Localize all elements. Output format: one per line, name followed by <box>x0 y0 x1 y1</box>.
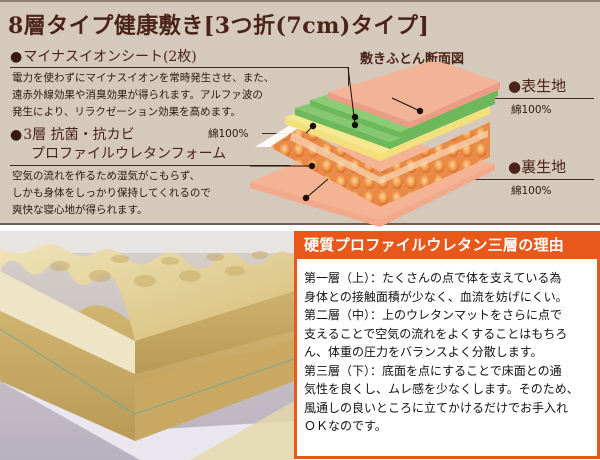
urethane-heading-line1: 3層 抗菌・抗カビ <box>23 127 135 143</box>
page-title: 8層タイプ健康敷き[3つ折(7cm)タイプ] <box>8 13 430 39</box>
reason-box-title: 硬質プロファイルウレタン三層の理由 <box>294 231 600 259</box>
futon-cross-section-diagram <box>250 62 500 227</box>
bullet-icon: ● <box>10 49 23 65</box>
top-fabric-material: 綿100% <box>511 104 552 116</box>
description-line: 爽快な寝心地が得られます。 <box>12 204 148 216</box>
urethane-description: 空気の流れを作るため湿気がこもらず、 しかも身体をしっかり保持してくれるので 爽… <box>12 168 211 219</box>
bottom-fabric-heading-text: 裏生地 <box>521 158 567 176</box>
description-line: しかも身体をしっかり保持してくれるので <box>12 187 211 199</box>
description-line: 電力を使わずにマイナスイオンを常時発生させ、また、 <box>12 72 275 84</box>
urethane-heading-line2: プロファイルウレタンフォーム <box>31 146 227 162</box>
bullet-icon: ● <box>10 127 23 143</box>
description-line: 発生により、リラクゼーション効果を高めます。 <box>12 106 242 118</box>
divider <box>10 67 348 68</box>
reason-line: ん、体重の圧力をバランスよく分散します。 <box>304 345 543 359</box>
cotton-label: 綿100% <box>208 128 249 140</box>
reason-line: ＯＫなのです。 <box>304 419 387 433</box>
reason-line: 気性を良くし、ムレ感を少なくします。そのため、 <box>304 382 579 396</box>
top-fabric-heading-text: 表生地 <box>521 77 567 95</box>
bullet-icon: ● <box>508 158 522 176</box>
bottom-fabric-heading: ●裏生地 <box>508 156 566 177</box>
description-line: 空気の流れを作るため湿気がこもらず、 <box>12 170 201 182</box>
reason-line: 風通しの良いところに立てかけるだけでお手入れ <box>304 400 569 415</box>
divider <box>10 165 310 166</box>
urethane-foam-photo <box>0 231 294 460</box>
reason-line: 第三層（下）：底面を点にすることで床面との通 <box>304 363 562 378</box>
reason-line: 第二層（中）：上のウレタンマットをさらに点で <box>304 308 563 322</box>
reason-line: 第一層（上）：たくさんの点で体を支えている為 <box>304 271 562 285</box>
top-fabric-heading: ●表生地 <box>508 75 566 96</box>
reason-line: 身体との接触面積が少なく、血流を妨げにくい。 <box>304 289 568 304</box>
reason-line: 支えることで空気の流れをよくすることはもちろ <box>304 326 568 341</box>
ion-sheet-heading: ●マイナスイオンシート(2枚) <box>10 46 197 66</box>
urethane-heading: ●3層 抗菌・抗カビ <box>10 124 135 144</box>
product-info-panel: 8層タイプ健康敷き[3つ折(7cm)タイプ] ●マイナスイオンシート(2枚) 電… <box>0 0 600 227</box>
bottom-fabric-material: 綿100% <box>511 185 552 197</box>
description-line: 遠赤外線効果や消臭効果が得られます。アルファ波の <box>12 89 263 101</box>
bullet-icon: ● <box>508 77 522 95</box>
urethane-reason-box: 硬質プロファイルウレタン三層の理由 第一層（上）：たくさんの点で体を支えている為… <box>294 231 600 459</box>
ion-sheet-heading-text: マイナスイオンシート(2枚) <box>23 49 197 65</box>
ion-sheet-description: 電力を使わずにマイナスイオンを常時発生させ、また、 遠赤外線効果や消臭効果が得ら… <box>12 70 274 121</box>
reason-box-body: 第一層（上）：たくさんの点で体を支えている為 身体との接触面積が少なく、血流を妨… <box>304 269 596 436</box>
